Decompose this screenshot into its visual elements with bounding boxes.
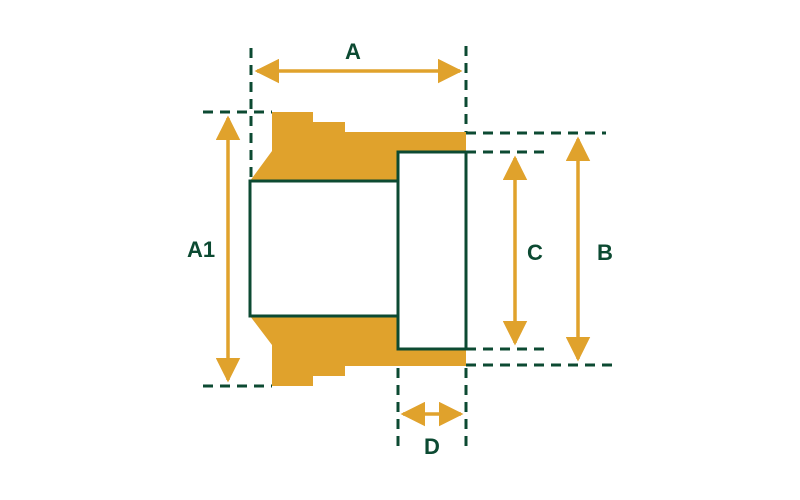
dashed-reference-lines	[203, 46, 612, 452]
label-c: C	[527, 240, 543, 265]
bore-section	[248, 179, 400, 318]
counterbore-section	[396, 150, 468, 351]
label-d: D	[424, 434, 440, 459]
label-a: A	[345, 39, 361, 64]
dimension-arrows	[215, 58, 591, 427]
label-a1: A1	[187, 237, 215, 262]
label-b: B	[597, 240, 613, 265]
